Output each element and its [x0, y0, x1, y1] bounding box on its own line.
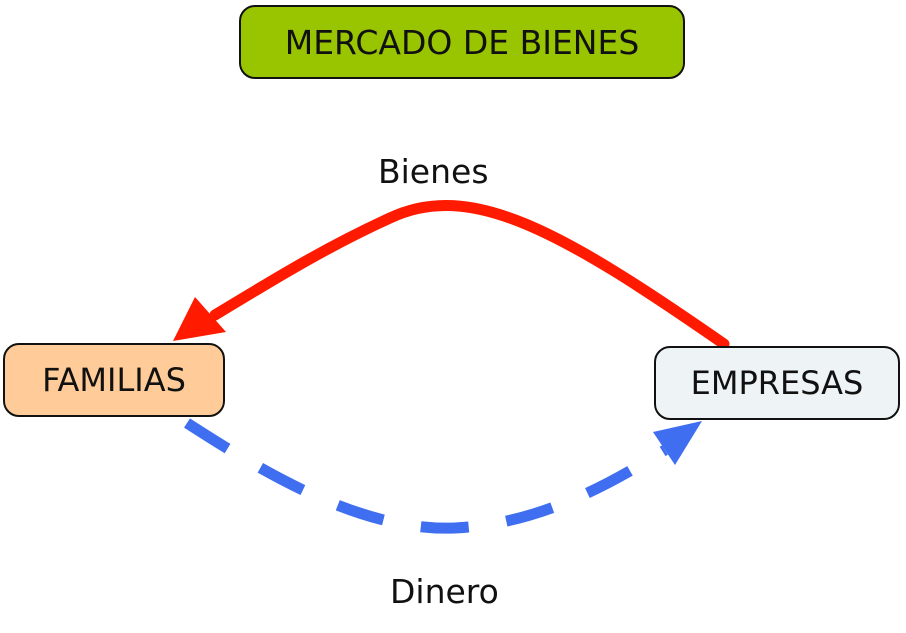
money-arrowhead	[653, 421, 702, 465]
familias-text: FAMILIAS	[42, 361, 186, 399]
title-concept-box: MERCADO DE BIENES	[239, 5, 685, 79]
money-flow-arrow	[184, 418, 668, 534]
goods-flow-label: Bienes	[378, 152, 489, 191]
familias-concept-box: FAMILIAS	[3, 343, 225, 417]
empresas-text: EMPRESAS	[690, 364, 864, 402]
goods-arrowhead	[173, 297, 226, 341]
goods-flow-arrow	[209, 200, 730, 350]
money-flow-label: Dinero	[390, 572, 499, 611]
title-text: MERCADO DE BIENES	[284, 22, 640, 62]
empresas-concept-box: EMPRESAS	[654, 346, 900, 420]
